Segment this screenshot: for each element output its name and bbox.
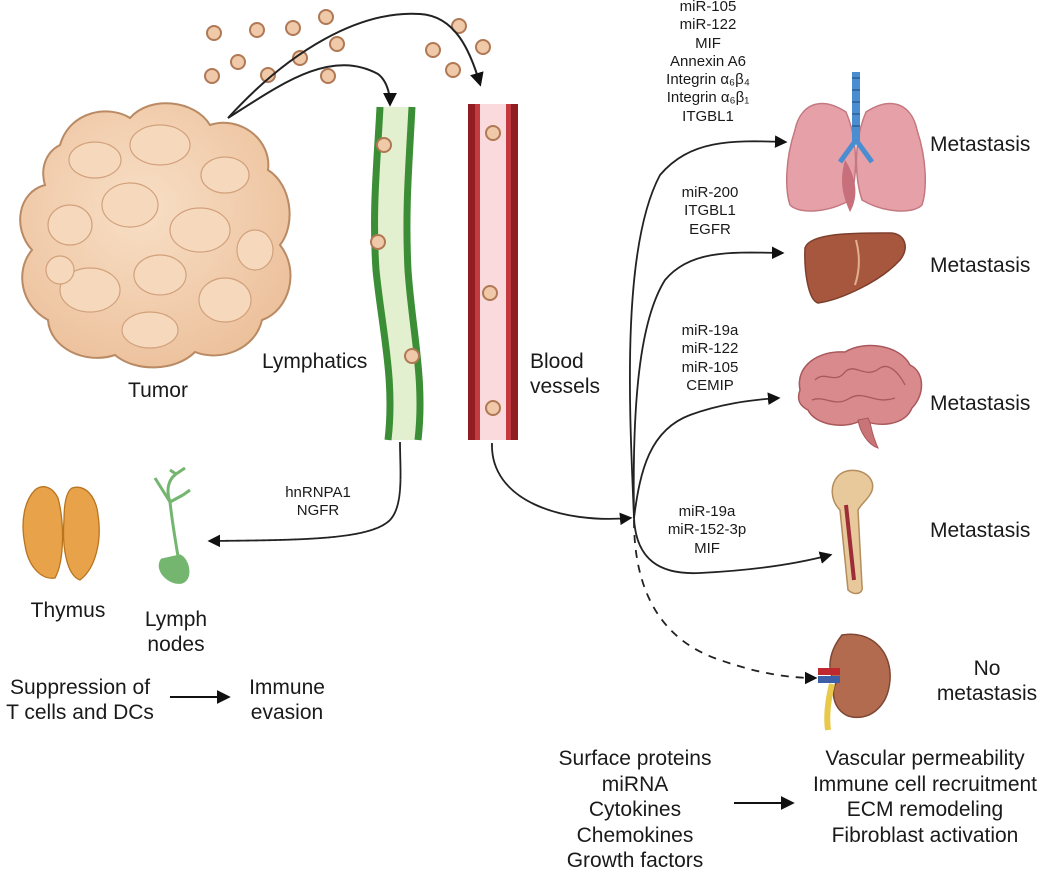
marker-hnrnpa1: hnRNPA1 (285, 484, 351, 501)
tumor-release-arrows (227, 12, 484, 119)
lung-icon (785, 72, 927, 212)
effect-item: ECM remodeling (846, 798, 1004, 822)
cargo-item: miRNA (601, 772, 669, 796)
lung-markers: miR-105 miR-122 MIF Annexin A6 Integrin … (644, 0, 772, 126)
cargo-list: Surface proteins miRNA Cytokines Chemoki… (540, 746, 730, 874)
lymph-node-icon (153, 466, 191, 584)
brain-marker: miR-122 (681, 340, 739, 358)
bone-marker: miR-152-3p (667, 521, 747, 539)
lung-marker: miR-122 (679, 16, 737, 34)
cargo-item: Cytokines (588, 798, 682, 822)
blood-to-organs-arrows (491, 135, 833, 685)
lymph-nodes-label-line2: nodes (147, 633, 205, 657)
kidney-outcome-line2: metastasis (936, 682, 1038, 706)
bone-markers: miR-19a miR-152-3p MIF (652, 503, 762, 558)
lung-marker: Integrin α₆β₁ (666, 89, 750, 107)
blood-vessels-label: Blood vessels (530, 349, 620, 399)
lung-marker: MIF (695, 34, 721, 52)
lung-marker: ITGBL1 (682, 107, 734, 125)
lung-outcome: Metastasis (930, 133, 1031, 156)
lung-marker: miR-105 (679, 0, 737, 15)
brain-markers: miR-19a miR-122 miR-105 CEMIP (660, 322, 760, 395)
tumor-label: Tumor (128, 379, 188, 402)
effect-item: Fibroblast activation (831, 823, 1019, 847)
brain-marker: miR-19a (681, 322, 739, 339)
liver-outcome: Metastasis (930, 254, 1031, 277)
brain-outcome: Metastasis (930, 392, 1031, 415)
liver-marker: miR-200 (681, 184, 739, 201)
bone-marker: miR-19a (678, 503, 736, 520)
kidney-icon (818, 633, 891, 731)
lymph-markers: hnRNPA1 NGFR (258, 484, 378, 521)
lung-marker: Integrin α₆β₄ (666, 71, 750, 89)
effect-item: Vascular permeability (825, 747, 1025, 770)
liver-markers: miR-200 ITGBL1 EGFR (660, 184, 760, 239)
suppression-label-line1: Suppression of (9, 676, 151, 699)
immune-evasion-label-line1: Immune (249, 676, 325, 699)
thymus-icon (22, 486, 100, 581)
cargo-item: Growth factors (566, 849, 704, 873)
suppression-label-line2: T cells and DCs (6, 701, 154, 725)
liver-marker: ITGBL1 (684, 202, 736, 220)
tumor-icon (19, 102, 292, 369)
bone-icon (831, 469, 874, 595)
brain-icon (797, 344, 923, 449)
liver-icon (804, 232, 906, 304)
blood-vessel-icon (468, 104, 518, 440)
lymph-nodes-label-line1: Lymph (144, 608, 208, 631)
immune-evasion-label-line2: evasion (250, 701, 324, 725)
lymph-nodes-label: Lymph nodes (130, 607, 222, 657)
cargo-item: Chemokines (576, 823, 694, 847)
bone-outcome: Metastasis (930, 519, 1031, 542)
suppression-label: Suppression of T cells and DCs (0, 675, 160, 725)
thymus-label: Thymus (30, 599, 106, 622)
effect-item: Immune cell recruitment (812, 772, 1038, 796)
effects-list: Vascular permeability Immune cell recrui… (800, 746, 1050, 848)
brain-marker: miR-105 (681, 358, 739, 376)
blood-vessels-label-line2: vessels (530, 375, 601, 399)
exosome-vesicles (204, 9, 491, 84)
lymphatics-label: Lymphatics (262, 350, 368, 373)
lymph-to-node-arrow (207, 441, 402, 548)
liver-marker: EGFR (689, 220, 731, 238)
marker-ngfr: NGFR (296, 502, 340, 520)
cargo-item: Surface proteins (558, 747, 712, 770)
blood-vessels-label-line1: Blood (530, 350, 584, 373)
brain-marker: CEMIP (686, 376, 734, 394)
immune-evasion-label: Immune evasion (232, 675, 342, 725)
kidney-outcome: No metastasis (932, 656, 1042, 706)
bone-marker: MIF (694, 539, 720, 557)
kidney-outcome-line1: No (973, 657, 1001, 680)
lymphatic-vessel-icon (370, 106, 424, 441)
lung-marker: Annexin A6 (670, 52, 746, 70)
